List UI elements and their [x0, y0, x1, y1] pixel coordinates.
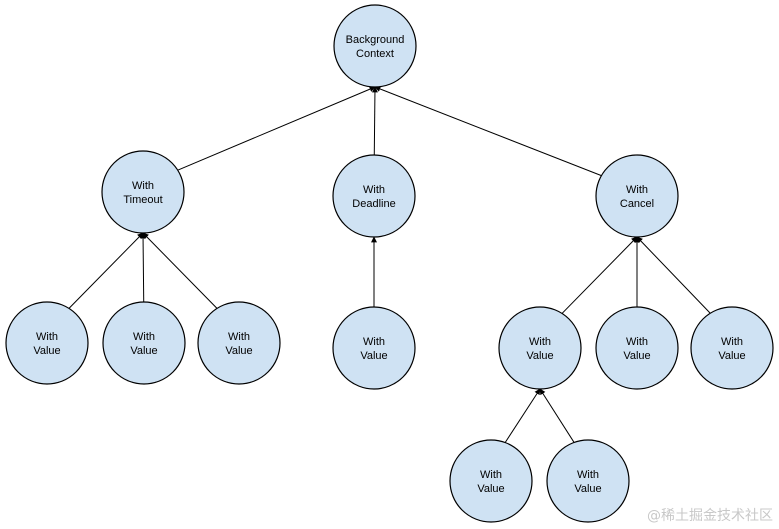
- edges: [68, 86, 711, 443]
- edge-cancel-to-root: [374, 86, 602, 177]
- node-label: Value: [718, 350, 745, 362]
- node-circle: [690, 306, 774, 390]
- node-label: Value: [526, 350, 553, 362]
- node-label: Value: [623, 350, 650, 362]
- node-circle: [333, 4, 417, 88]
- node-label: With: [363, 184, 385, 196]
- node-circle: [332, 154, 416, 238]
- edge-deadline-to-root: [371, 86, 378, 156]
- node-circle: [449, 439, 533, 523]
- node-label: Deadline: [352, 198, 395, 210]
- node-label: With: [36, 331, 58, 343]
- node-label: Context: [356, 48, 394, 60]
- node-circle: [595, 306, 679, 390]
- node-circle: [546, 439, 630, 523]
- edge-timeout-to-root: [177, 86, 376, 171]
- node-label: With: [577, 469, 599, 481]
- node-label: Value: [574, 483, 601, 495]
- nodes: BackgroundContextWithTimeoutWithDeadline…: [5, 4, 774, 523]
- node-circle: [595, 154, 679, 238]
- node-circle: [5, 301, 89, 385]
- edge-cv3-to-cancel: [636, 236, 711, 314]
- node-label: Value: [225, 345, 252, 357]
- edge-gv1-to-cv1: [504, 388, 541, 443]
- node-label: With: [626, 184, 648, 196]
- node-label: With: [363, 336, 385, 348]
- edge-cv1-to-cancel: [561, 236, 638, 314]
- node-label: Cancel: [620, 198, 654, 210]
- edge-tv1-to-timeout: [68, 232, 144, 309]
- node-label: Value: [477, 483, 504, 495]
- watermark-text: @稀土掘金技术社区: [647, 508, 773, 524]
- node-label: Value: [130, 345, 157, 357]
- edge-tv3-to-timeout: [142, 232, 218, 309]
- node-label: With: [721, 336, 743, 348]
- edge-tv2-to-timeout: [140, 232, 147, 303]
- node-circle: [332, 306, 416, 390]
- edge-gv2-to-cv1: [539, 388, 575, 443]
- node-label: Background: [346, 34, 405, 46]
- node-circle: [102, 301, 186, 385]
- node-label: With: [133, 331, 155, 343]
- node-label: With: [132, 180, 154, 192]
- node-label: With: [480, 469, 502, 481]
- node-circle: [197, 301, 281, 385]
- node-label: With: [529, 336, 551, 348]
- node-label: Value: [360, 350, 387, 362]
- node-label: Value: [33, 345, 60, 357]
- node-circle: [101, 150, 185, 234]
- node-label: Timeout: [123, 194, 162, 206]
- node-label: With: [228, 331, 250, 343]
- node-circle: [498, 306, 582, 390]
- node-label: With: [626, 336, 648, 348]
